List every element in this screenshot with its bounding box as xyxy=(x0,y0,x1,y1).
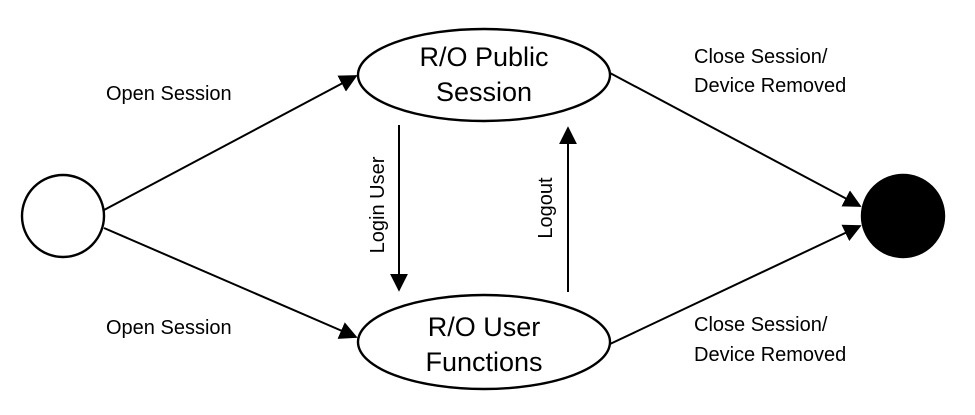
start-node xyxy=(20,173,106,259)
state-user-functions-line2: Functions xyxy=(425,347,542,377)
state-user-functions-line1: R/O User xyxy=(428,312,541,342)
state-public-session: R/O Public Session xyxy=(356,27,612,123)
label-login-user: Login User xyxy=(367,156,389,253)
label-close-bottom-line2: Device Removed xyxy=(694,344,846,366)
state-public-session-line2: Session xyxy=(436,77,532,107)
label-logout: Logout xyxy=(535,177,557,239)
label-close-top-line2: Device Removed xyxy=(694,75,846,97)
edge-close-session-top xyxy=(609,72,862,207)
label-open-session-bottom: Open Session xyxy=(106,317,232,339)
label-close-top-line1: Close Session/ xyxy=(694,46,828,68)
state-public-session-line1: R/O Public xyxy=(419,42,548,72)
edge-open-session-top xyxy=(103,75,358,211)
label-close-bottom-line1: Close Session/ xyxy=(694,314,828,336)
edge-close-session-bottom xyxy=(609,224,862,345)
edge-open-session-bottom xyxy=(103,227,358,339)
end-node xyxy=(860,173,946,259)
label-open-session-top: Open Session xyxy=(106,83,232,105)
state-user-functions: R/O User Functions xyxy=(356,293,612,391)
